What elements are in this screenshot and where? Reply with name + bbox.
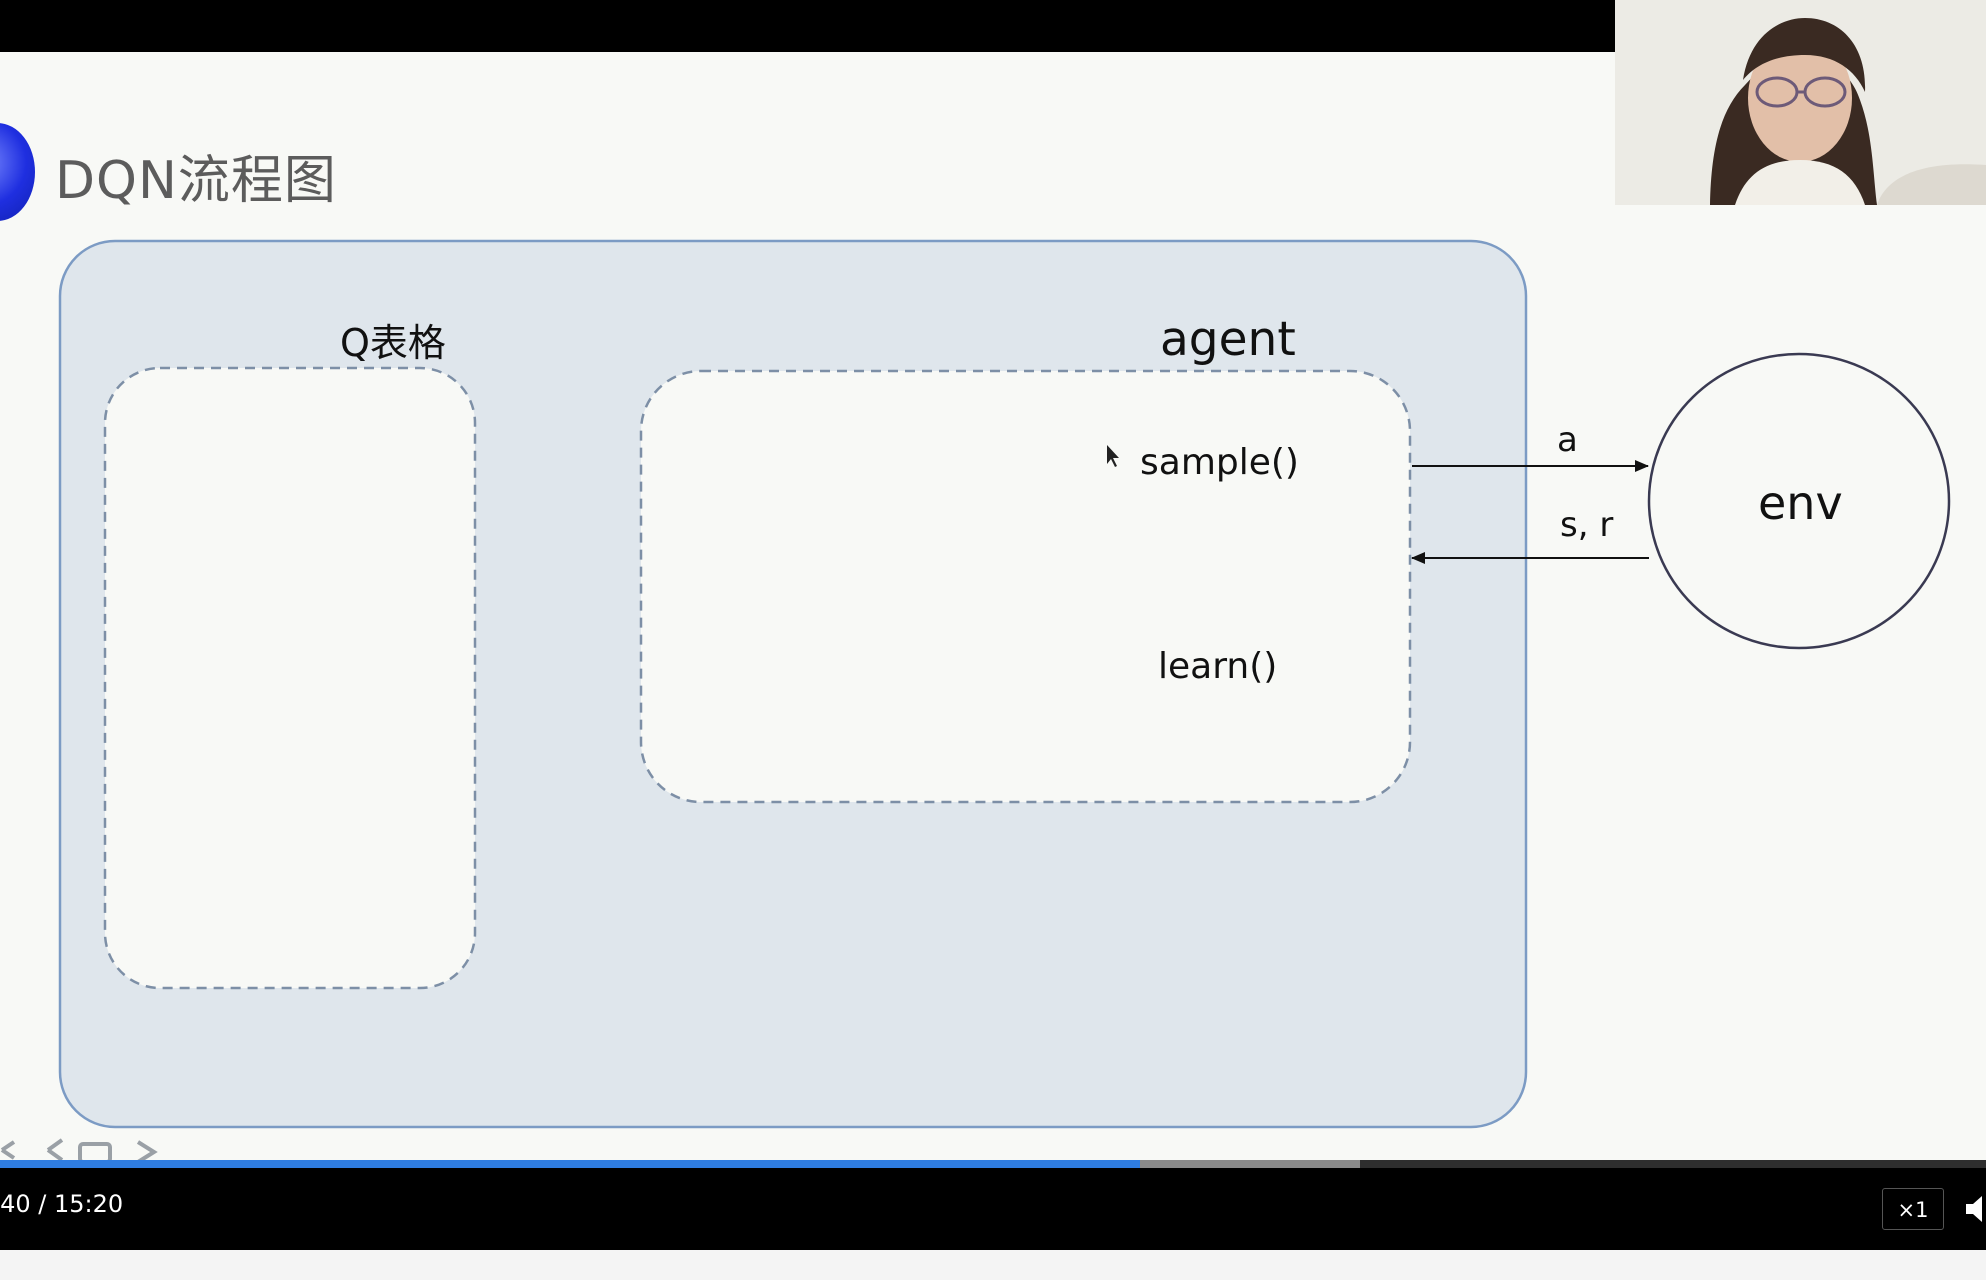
mouse-cursor-icon	[1107, 445, 1119, 467]
state-reward-label: s, r	[1560, 505, 1614, 545]
player-controls: :40 / 15:20 ×1	[0, 1168, 1986, 1250]
time-display: :40 / 15:20	[0, 1190, 124, 1218]
progress-bar[interactable]	[0, 1160, 1986, 1168]
progress-played	[0, 1160, 1140, 1168]
q-table-label: Q表格	[340, 321, 446, 365]
top-black-bar	[0, 0, 1615, 52]
playback-speed-button[interactable]: ×1	[1882, 1188, 1944, 1230]
agent-box	[639, 369, 1412, 804]
dqn-flow-diagram	[58, 239, 1951, 1129]
env-label: env	[1758, 476, 1843, 530]
volume-icon[interactable]	[1966, 1194, 1986, 1224]
learn-method-label: learn()	[1158, 646, 1278, 687]
env-circle	[1647, 352, 1951, 650]
presenter-image	[1615, 0, 1986, 205]
bottom-strip	[0, 1250, 1986, 1280]
action-label: a	[1557, 420, 1578, 460]
sample-method-label: sample()	[1140, 442, 1299, 483]
presenter-webcam	[1615, 0, 1986, 205]
slide-title: DQN流程图	[55, 151, 337, 211]
q-table-box	[103, 366, 477, 990]
agent-label: agent	[1160, 312, 1296, 367]
slide-nav-icons[interactable]	[0, 1138, 170, 1164]
